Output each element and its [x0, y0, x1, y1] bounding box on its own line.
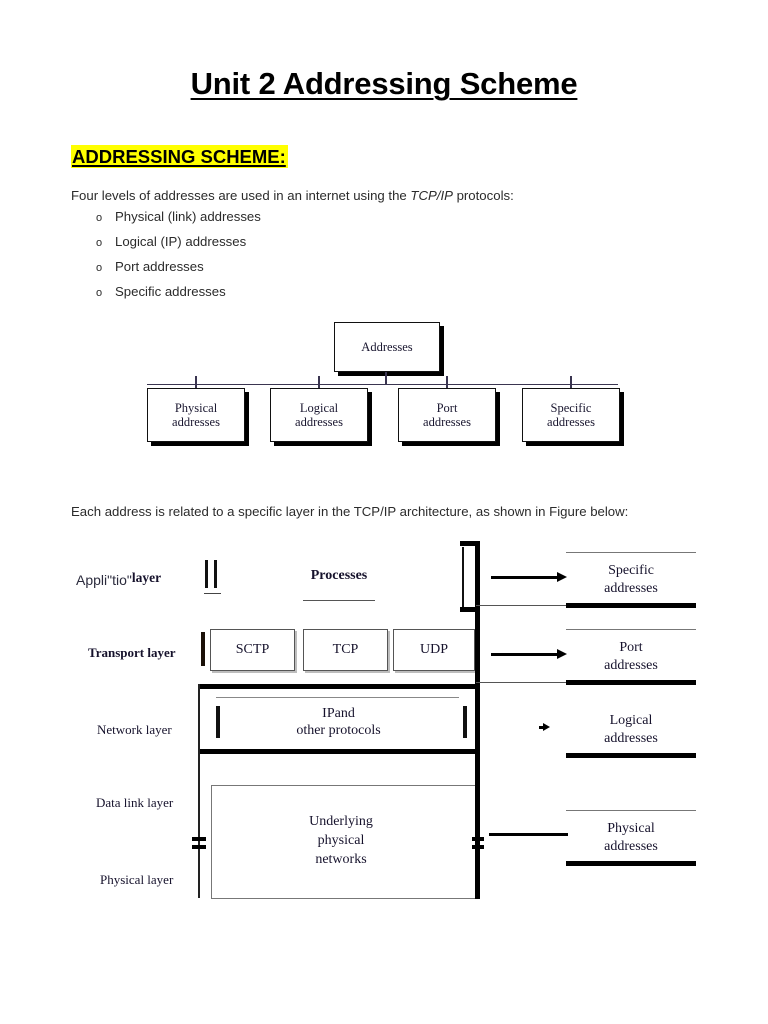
tree-horizontal-bus — [147, 384, 618, 386]
callout-bottom-rule — [566, 861, 696, 866]
intro-text-before: Four levels of addresses are used in an … — [71, 188, 411, 203]
network-layer-tick-left-icon — [216, 706, 220, 738]
intro-text-after: protocols: — [452, 188, 514, 203]
list-item: o Logical (IP) addresses — [96, 234, 656, 259]
callout-top-rule — [566, 629, 696, 631]
bullet-marker-icon: o — [96, 287, 103, 299]
application-layer-bracket-icon — [460, 541, 480, 612]
section-heading: ADDRESSING SCHEME: — [71, 145, 288, 168]
list-item-label: Logical (IP) addresses — [115, 234, 247, 249]
list-item-label: Specific addresses — [115, 284, 226, 299]
protocol-box-tcp: TCP — [303, 629, 388, 671]
tree-root-box: Addresses — [334, 322, 440, 372]
bullet-marker-icon: o — [96, 212, 103, 224]
intro-text-italic: TCP/IP — [410, 188, 453, 203]
page-title: Unit 2 Addressing Scheme — [0, 66, 768, 102]
processes-label: Processes — [310, 568, 368, 583]
page-title-text: Unit 2 Addressing Scheme — [190, 66, 578, 101]
section-heading-text: ADDRESSING SCHEME: — [71, 145, 288, 168]
layer-label-network: Network layer — [97, 722, 172, 737]
underlying-physical-networks-box — [211, 785, 476, 899]
layer-label-application: Appli"tio"layer — [76, 570, 162, 590]
leader-line-specific — [476, 605, 589, 607]
stack-right-rail-clip-icon — [472, 837, 484, 850]
network-layer-band — [199, 684, 475, 754]
network-layer-inner-rule — [216, 697, 459, 699]
list-item: o Physical (link) addresses — [96, 209, 656, 234]
callout-top-rule — [566, 810, 696, 812]
protocol-box-udp: UDP — [393, 629, 475, 671]
stack-left-spine-clip-icon — [192, 837, 206, 850]
figure2-caption: Each address is related to a specific la… — [71, 504, 629, 519]
stack-left-spine — [198, 684, 200, 898]
line-to-physical-addresses — [489, 833, 568, 836]
layer-label-transport: Transport layer — [88, 645, 176, 660]
layer-label-physical: Physical layer — [100, 872, 174, 887]
tree-connector-port — [446, 376, 448, 388]
list-item: o Specific addresses — [96, 284, 656, 309]
tree-connector-logical — [318, 376, 320, 388]
arrow-to-port-addresses-icon — [491, 649, 567, 659]
intro-paragraph: Four levels of addresses are used in an … — [71, 186, 691, 205]
tree-connector-specific — [570, 376, 572, 388]
layer-label-application-serif: layer — [131, 570, 162, 585]
protocol-box-sctp: SCTP — [210, 629, 295, 671]
list-item-label: Port addresses — [115, 259, 204, 274]
stack-right-rail — [475, 541, 480, 899]
callout-bottom-rule — [566, 603, 696, 608]
tree-connector-root — [385, 372, 387, 384]
callout-top-rule — [566, 552, 696, 554]
bullet-marker-icon: o — [96, 262, 103, 274]
callout-bottom-rule — [566, 753, 696, 758]
callout-bottom-rule — [566, 680, 696, 685]
bullet-marker-icon: o — [96, 237, 103, 249]
layer-label-application-sans: Appli"tio" — [76, 572, 132, 588]
arrow-to-logical-addresses-icon — [539, 722, 550, 731]
network-layer-tick-right-icon — [463, 706, 467, 738]
application-layer-tick-marks-icon — [204, 560, 221, 596]
processes-underline — [303, 600, 375, 602]
address-levels-list: o Physical (link) addresses o Logical (I… — [96, 209, 656, 309]
list-item-label: Physical (link) addresses — [115, 209, 261, 224]
transport-layer-tick-icon — [201, 632, 205, 666]
tree-connector-physical — [195, 376, 197, 388]
arrow-to-specific-addresses-icon — [491, 572, 567, 582]
list-item: o Port addresses — [96, 259, 656, 284]
layer-label-data-link: Data link layer — [96, 795, 174, 810]
leader-line-port — [476, 682, 589, 684]
figure-tcpip-layer-architecture: Appli"tio"layer Transport layer Network … — [71, 540, 696, 900]
